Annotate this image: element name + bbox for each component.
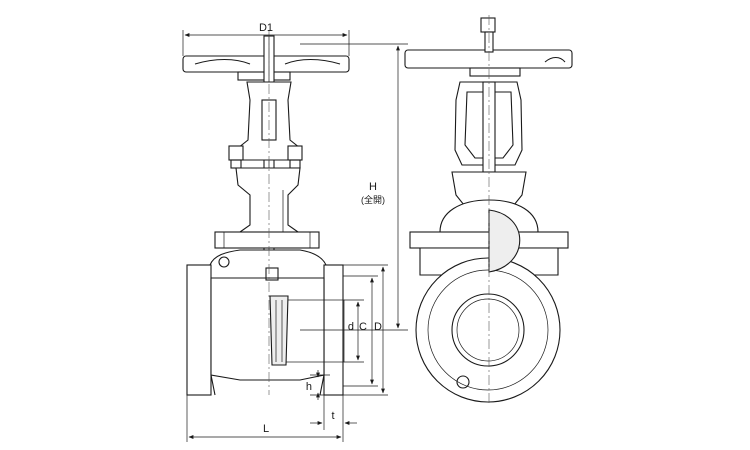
side-view	[404, 15, 573, 405]
dim-l: L	[186, 395, 344, 442]
handwheel-side	[404, 49, 573, 77]
label-d1: D1	[259, 22, 273, 34]
bonnet-flange-front	[214, 231, 320, 249]
label-d-large: D	[374, 321, 382, 333]
bore-side	[451, 293, 525, 367]
front-view	[182, 30, 350, 396]
dim-d-large: D	[343, 264, 388, 396]
yoke-side	[454, 81, 523, 173]
dim-c: C	[343, 275, 378, 387]
dim-d1: D1	[182, 22, 350, 56]
label-h-note: (全開)	[361, 194, 385, 205]
dim-t: t	[310, 395, 357, 430]
gland-bolts-front	[228, 145, 303, 169]
dim-h-small: h	[306, 370, 330, 400]
label-d-small: d	[348, 321, 354, 333]
label-h-small: h	[306, 381, 312, 393]
label-l: L	[263, 423, 269, 435]
valve-body-front	[186, 249, 345, 396]
bonnet-front	[235, 167, 301, 233]
label-t: t	[331, 410, 334, 422]
stem-top-nut	[480, 17, 496, 33]
dim-d-small: d	[344, 299, 364, 363]
label-h: H	[369, 181, 377, 193]
bolt-hole-side	[456, 375, 470, 389]
gate-side	[488, 209, 521, 273]
label-c: C	[359, 321, 367, 333]
dim-h: H (全開)	[300, 43, 408, 331]
